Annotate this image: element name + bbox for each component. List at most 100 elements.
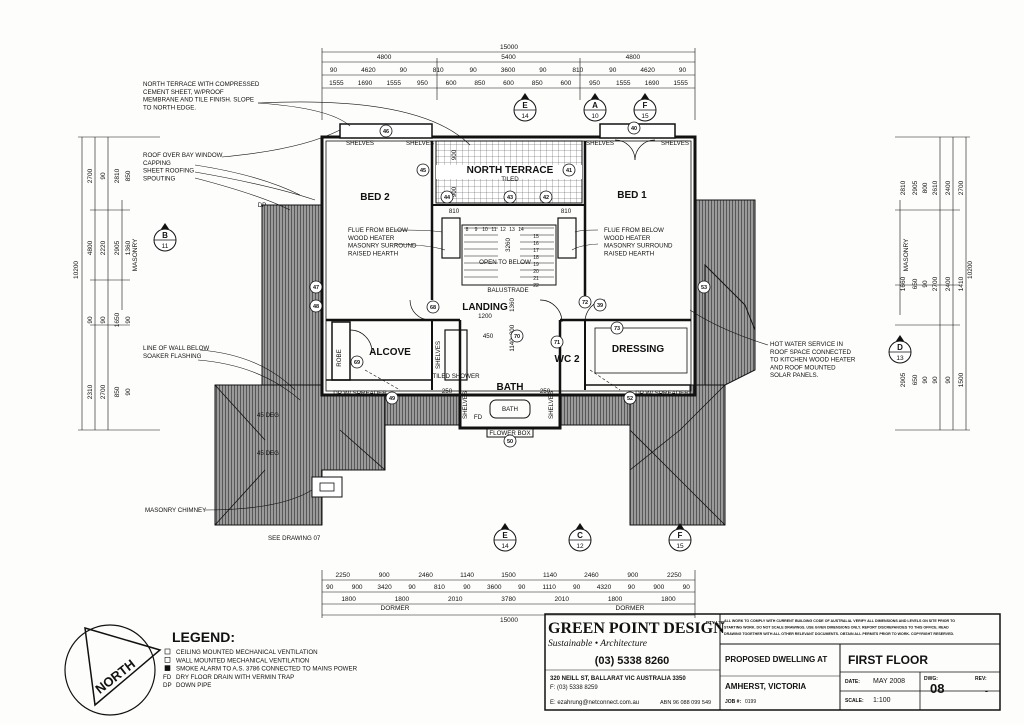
room-tag: 42 <box>539 190 553 204</box>
section-letter: B <box>162 231 168 240</box>
annot-flue-right: WOOD HEATER <box>604 235 651 242</box>
dim-right-value: 2810 <box>900 180 907 195</box>
annotation-leaders <box>194 101 769 511</box>
legend-key: FD <box>163 674 172 681</box>
dim-bottom-overall: 15000 <box>500 617 518 624</box>
sheet-title: FIRST FLOOR <box>848 653 928 667</box>
section-marker: B11 <box>153 223 177 252</box>
dim-top-row3-value: 810 <box>433 67 444 74</box>
dim-bottom-row3-value: 2010 <box>448 596 463 603</box>
room-tag: 73 <box>610 321 624 335</box>
legend-item: DOWN PIPE <box>176 682 211 689</box>
rev-label: REV: <box>975 676 987 682</box>
annot-flue-left: FLUE FROM BELOW <box>348 227 408 234</box>
annot-north-terrace: CEMENT SHEET, W/PROOF <box>143 89 224 96</box>
dim-left-value: 2310 <box>87 384 94 399</box>
dim-left-value: 90 <box>87 316 94 324</box>
room-tag-number: 71 <box>554 340 560 346</box>
annot-flue-right: RAISED HEARTH <box>604 250 654 257</box>
section-marker: C12 <box>568 523 592 552</box>
room-bath: BATH <box>496 382 523 393</box>
scale-value: 1:100 <box>873 697 891 704</box>
dim-top-row4-value: 850 <box>532 80 543 87</box>
dim-right-value: 2905 <box>912 180 919 195</box>
dim-bottom-row2-value: 90 <box>628 584 636 591</box>
section-number: 15 <box>641 113 649 120</box>
room-tag: 52 <box>623 391 637 405</box>
label-dim-900-b: 900 <box>451 186 458 197</box>
company-abn: ABN 96 088 099 549 <box>660 700 711 706</box>
dim-right-value: 650 <box>912 374 919 385</box>
room-tag-number: 47 <box>313 285 319 291</box>
dim-left-values: 2700480090231090222090270028102905165085… <box>87 168 132 399</box>
dim-top-row4-value: 850 <box>474 80 485 87</box>
company-email: E: ezahrung@netconnect.com.au <box>550 700 639 706</box>
annot-hot-water: TO KITCHEN WOOD HEATER <box>770 357 856 364</box>
company-fax: F: (03) 5338 8259 <box>550 685 598 691</box>
room-tag: 48 <box>309 299 323 313</box>
label-robe: ROBE <box>336 349 343 367</box>
project-name: PROPOSED DWELLING AT <box>725 655 827 664</box>
annot-hot-water: ROOF SPACE CONNECTED <box>770 349 852 356</box>
roof-areas <box>214 199 756 526</box>
north-label: NORTH <box>92 656 138 696</box>
dim-top-row4-value: 1555 <box>329 80 344 87</box>
annot-45deg-2: 45 DEG <box>257 450 279 457</box>
dim-left-value: 1360 <box>125 240 132 255</box>
room-tag: 44 <box>440 190 454 204</box>
dim-top-row4-value: 1690 <box>358 80 373 87</box>
label-dim-300: 300 <box>509 324 516 335</box>
room-tag-number: 43 <box>507 195 513 201</box>
label-dp-spreader-left: DP W/ SPREADER <box>333 390 387 397</box>
dim-bottom-row1-value: 2250 <box>667 572 682 579</box>
dim-left-value: 850 <box>114 386 121 397</box>
section-number: 13 <box>896 355 904 362</box>
title-note-line: DRAWING TOGETHER WITH ALL OTHER RELEVANT… <box>724 632 954 636</box>
dim-bottom-row3-value: 3780 <box>501 596 516 603</box>
room-tag-number: 73 <box>614 326 620 332</box>
room-tag: 53 <box>697 280 711 294</box>
dim-bottom-row2-value: 4320 <box>597 584 612 591</box>
roof-left-lower <box>214 384 386 526</box>
section-marker: A10 <box>583 93 607 122</box>
company-address: 320 NEILL ST, BALLARAT VIC AUSTRALIA 335… <box>550 676 686 682</box>
label-shelves-1: SHELVES <box>346 140 374 147</box>
dim-left-value: 2700 <box>100 384 107 399</box>
dim-right-value: 1410 <box>958 276 965 291</box>
dim-bottom-row1-value: 1500 <box>501 572 516 579</box>
room-tag: 45 <box>416 163 430 177</box>
roof-left-wing <box>261 204 323 391</box>
dim-left-value: 1650 <box>114 312 121 327</box>
dim-bottom-row2-value: 810 <box>434 584 445 591</box>
dim-left-value: 4800 <box>87 240 94 255</box>
dwg-label: DWG: <box>924 676 938 682</box>
dim-top-row3-value: 3600 <box>501 67 516 74</box>
room-tag-number: 48 <box>313 304 319 310</box>
section-number: 10 <box>591 113 599 120</box>
label-dim-250-right: 250 <box>540 388 551 395</box>
dim-bottom-row1-value: 1140 <box>543 572 557 579</box>
dim-right-value: 90 <box>945 376 952 384</box>
dim-right-values: 2610270090240024009027001410150028101660… <box>900 180 965 387</box>
room-tag-number: 40 <box>631 126 637 132</box>
dormer-label-left: DORMER <box>381 605 410 612</box>
room-tag: 47 <box>309 280 323 294</box>
room-tag-number: 68 <box>430 305 436 311</box>
room-tag: 46 <box>379 124 393 138</box>
section-marker: F15 <box>668 523 692 552</box>
dim-right-value: 2400 <box>945 276 952 291</box>
annot-45deg-1: 45 DEG <box>257 412 279 419</box>
legend-item: DRY FLOOR DRAIN WITH VERMIN TRAP <box>176 674 294 681</box>
annot-flue-left: MASONRY SURROUND <box>348 243 417 250</box>
title-block <box>544 613 1001 711</box>
room-landing: LANDING <box>462 302 508 313</box>
label-dim-1360: 1360 <box>509 298 516 312</box>
north-arrow: NORTH <box>64 624 162 716</box>
stair-number: 20 <box>533 269 539 275</box>
dim-right-value: 90 <box>932 376 939 384</box>
dim-bottom-row2-value: 3600 <box>487 584 502 591</box>
annot-hot-water: HOT WATER SERVICE IN <box>770 341 843 348</box>
dim-right-overall: 10200 <box>967 261 974 279</box>
room-tag-number: 49 <box>389 396 395 402</box>
